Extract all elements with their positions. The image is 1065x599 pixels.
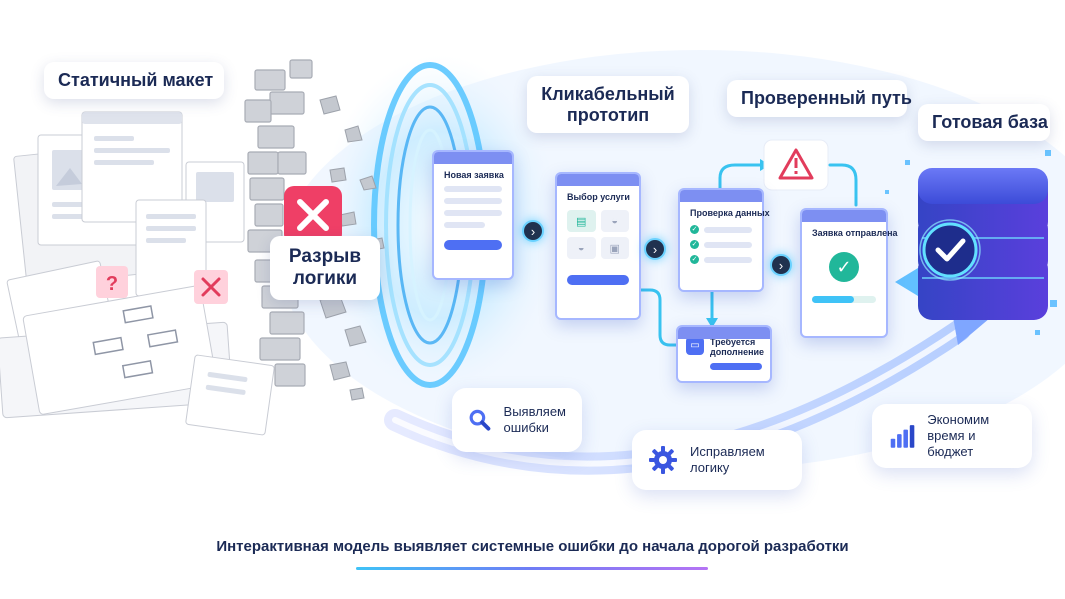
card-title: Проверка данных [690,208,770,218]
next-step-icon[interactable]: › [644,238,666,260]
error-x-icon [284,186,342,244]
db-check-icon [919,219,981,281]
label-ready-base: Готовая база [918,104,1050,141]
doc-question-mark-icon [96,266,128,298]
check-icon: ✓ [690,225,699,234]
card-service-choice[interactable]: Выбор услуги ▤ ◒ ◒ ▣ [555,172,641,320]
check-row: ✓ [690,240,752,249]
card-data-check[interactable]: Проверка данных ✓ ✓ ✓ [678,188,770,292]
check-icon: ✓ [690,240,699,249]
tile-save-budget: Экономим время и бюджет [872,404,1032,468]
car-icon[interactable]: ◒ [567,237,596,259]
next-step-icon[interactable]: › [770,254,792,276]
reply-button[interactable] [710,363,762,370]
search-icon [469,409,491,431]
field-placeholder [444,186,502,192]
next-button[interactable] [567,275,629,285]
card-needs-addition[interactable]: ▭ Требуется дополнение [676,325,772,383]
label-static-mockup: Статичный макет [44,62,224,99]
next-step-icon[interactable]: › [522,220,544,242]
caption: Интерактивная модель выявляет системные … [216,538,849,555]
label-logic-gap: Разрыв логики [270,236,380,300]
card-request-sent[interactable]: Заявка отправлена ✓ [800,208,898,338]
success-check-icon: ✓ [829,252,859,282]
chat-icon: ▭ [686,337,704,355]
service-grid: ▤ ◒ ◒ ▣ [567,210,629,259]
check-row: ✓ [690,225,752,234]
submit-button[interactable] [444,240,502,250]
label-clickable-prototype: Кликабельный прототип [527,76,689,134]
check-icon: ✓ [690,255,699,264]
card-title: Выбор услуги [567,192,630,202]
warning-icon [778,148,814,180]
tile-fix-logic: Исправляем логику [632,430,802,490]
doc-error-mark-icon [194,270,228,304]
card-title: Новая заявка [444,170,504,180]
check-row: ✓ [690,255,752,264]
card-new-request[interactable]: Новая заявка [432,150,514,280]
to-db-arrow-icon [895,268,930,296]
tile-text: Экономим время и бюджет [927,411,990,460]
down-arrow-icon [706,318,718,328]
tile-text: Выявляем ошибки [503,403,566,435]
field-placeholder [444,210,502,216]
box-icon[interactable]: ▣ [600,237,629,259]
document-pile-icon [0,111,275,436]
bar-chart-icon [890,425,915,448]
card-title: Заявка отправлена [812,228,898,238]
field-placeholder [444,222,485,228]
car-icon[interactable]: ◒ [600,210,629,232]
card-title: Требуется дополнение [710,337,765,357]
doc-question-text: ? [106,273,118,295]
field-placeholder [444,198,502,204]
label-verified-path: Проверенный путь [727,80,912,117]
progress-bar [812,296,876,303]
document-icon[interactable]: ▤ [567,210,596,232]
sparkles [885,150,1057,335]
tile-text: Исправляем логику [690,443,765,475]
tile-find-errors: Выявляем ошибки [452,388,582,452]
gear-icon [649,446,677,474]
flow-connectors [638,163,858,347]
caption-underline [356,567,708,570]
